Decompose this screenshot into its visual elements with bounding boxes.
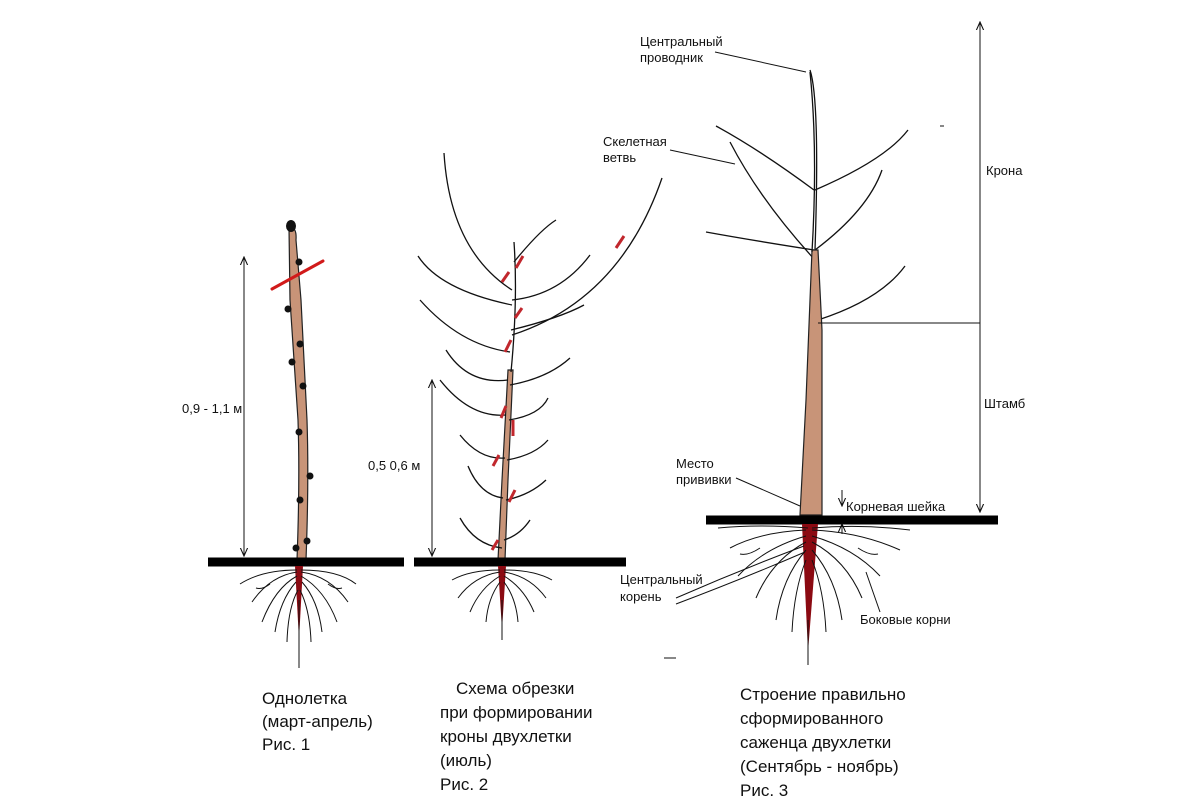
fig2-central-leader: [510, 241, 517, 373]
fig2-caption: Схема обрезки при формировании кроны дву…: [440, 679, 597, 794]
fig2-roots: [451, 566, 553, 640]
fig2-trunk: [497, 369, 514, 561]
fig3-graft-site-label: Место прививки: [676, 456, 732, 487]
fig2-height-label: 0,5 0,6 м: [368, 458, 420, 473]
fig1-roots: [239, 566, 357, 668]
fig3-root-collar-label: Корневая шейка: [846, 499, 946, 514]
fig1-height-label: 0,9 - 1,1 м: [182, 401, 242, 416]
figure-2-pruning-scheme: 0,5 0,6 м: [368, 152, 663, 794]
fig3-central-leader-label: Центральный проводник: [640, 34, 726, 65]
fig2-branches: [417, 152, 663, 549]
fig1-buds: [284, 258, 314, 552]
fig3-central-root-label: Центральный корень: [620, 572, 706, 604]
figure-3-sapling-structure: Крона Штамб Центральный проводник Скелет…: [603, 22, 1025, 800]
fig1-trunk: [288, 227, 309, 561]
fig3-crown-branches: [705, 69, 909, 321]
fig3-roots: [717, 524, 911, 665]
fig1-top-bud: [286, 220, 296, 232]
fig3-caption: Строение правильно сформированного сажен…: [740, 685, 910, 800]
fig1-caption: Однолетка (март-апрель) Рис. 1: [262, 689, 378, 754]
fig3-lateral-roots-label: Боковые корни: [860, 612, 951, 627]
figure-1-yearling: 0,9 - 1,1 м: [182, 220, 404, 754]
fig3-crown-label: Крона: [986, 163, 1023, 178]
fig3-skeletal-branch-label: Скелетная ветвь: [603, 134, 670, 165]
fig2-cut-marks: [490, 235, 626, 551]
fig3-trunk: [799, 249, 823, 516]
fig3-stem-label: Штамб: [984, 396, 1025, 411]
fig3-central-leader: [809, 71, 816, 253]
fig1-pruning-cut: [270, 259, 325, 291]
